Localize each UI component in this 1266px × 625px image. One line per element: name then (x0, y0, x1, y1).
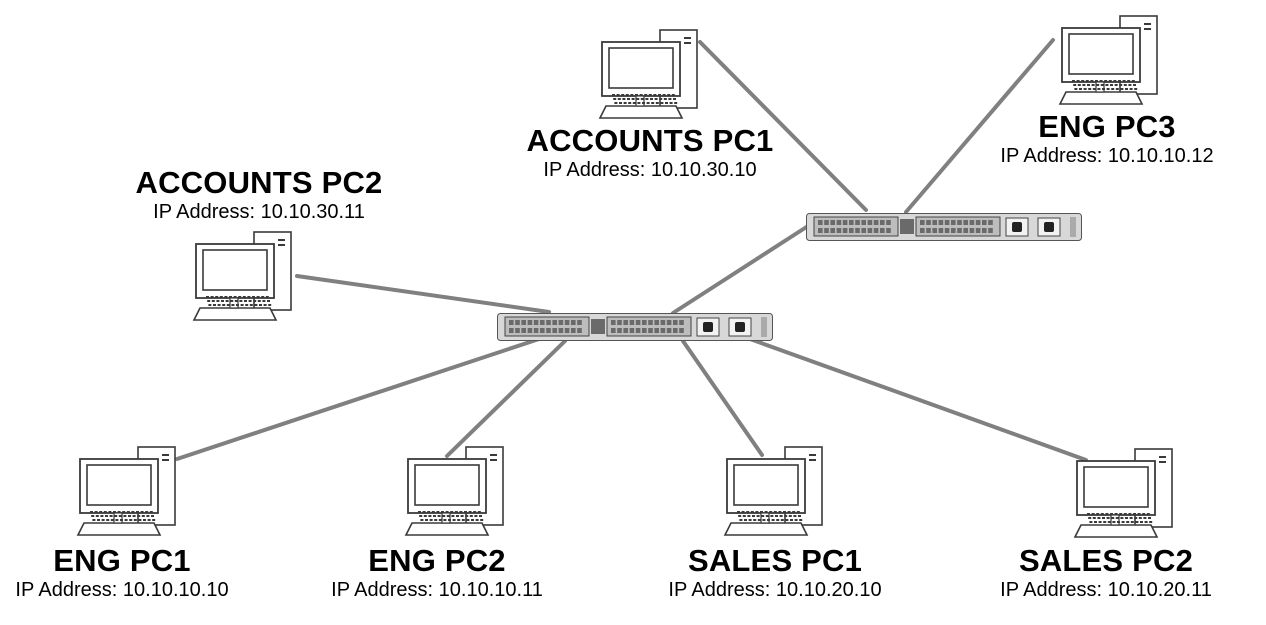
pc-ip-address: IP Address: 10.10.10.11 (331, 578, 543, 602)
pc-name: ACCOUNTS PC2 (135, 165, 383, 200)
network-switch-icon (806, 213, 1082, 245)
pc-name: ENG PC2 (368, 543, 506, 578)
ip-prefix: IP Address: (153, 201, 261, 223)
desktop-computer-icon (76, 446, 180, 541)
pc-name: SALES PC2 (1018, 543, 1194, 578)
link-eng-pc2-to-switch-center (445, 339, 567, 458)
ip-prefix: IP Address: (331, 579, 439, 601)
sales-pc2 (1073, 447, 1177, 544)
link-eng-pc1-to-switch-center (175, 334, 550, 461)
ip-value: 10.10.10.10 (122, 579, 229, 601)
switch-top (806, 213, 1082, 246)
ip-value: 10.10.30.10 (650, 159, 757, 181)
ip-value: 10.10.20.11 (1107, 579, 1212, 601)
eng-pc1 (76, 445, 180, 542)
pc-ip-address: IP Address: 10.10.10.10 (15, 578, 228, 602)
link-sales-pc1-to-switch-center (681, 339, 764, 457)
ip-prefix: IP Address: (1000, 579, 1108, 601)
pc-name: ACCOUNTS PC1 (526, 123, 774, 158)
pc-ip-address: IP Address: 10.10.20.11 (1000, 578, 1212, 602)
ip-prefix: IP Address: (668, 579, 776, 601)
switch-center (497, 313, 773, 346)
desktop-computer-icon (1058, 15, 1162, 110)
sales-pc1 (723, 445, 827, 542)
pc-name: ENG PC3 (1038, 109, 1176, 144)
accounts-pc1 (598, 28, 702, 125)
ip-value: 10.10.10.11 (438, 579, 543, 601)
ip-value: 10.10.20.10 (775, 579, 882, 601)
desktop-computer-icon (404, 446, 508, 541)
desktop-computer-icon (598, 29, 702, 124)
pc-name: SALES PC1 (687, 543, 863, 578)
eng-pc2 (404, 445, 508, 542)
ip-value: 10.10.30.11 (260, 201, 365, 223)
ip-value: 10.10.10.12 (1107, 145, 1214, 167)
ip-prefix: IP Address: (15, 579, 123, 601)
ip-prefix: IP Address: (1000, 145, 1108, 167)
pc-ip-address: IP Address: 10.10.30.10 (527, 158, 774, 182)
desktop-computer-icon (723, 446, 827, 541)
link-switch-top-to-switch-center (671, 224, 810, 315)
link-sales-pc2-to-switch-center (748, 337, 1088, 462)
network-switch-icon (497, 313, 773, 345)
ip-prefix: IP Address: (543, 159, 651, 181)
accounts-pc2 (192, 230, 296, 327)
pc-ip-address: IP Address: 10.10.30.11 (136, 200, 383, 224)
desktop-computer-icon (1073, 448, 1177, 543)
desktop-computer-icon (192, 231, 296, 326)
pc-ip-address: IP Address: 10.10.20.10 (668, 578, 881, 602)
link-accounts-pc2-to-switch-center (295, 274, 551, 314)
eng-pc3 (1058, 14, 1162, 111)
link-accounts-pc1-to-switch-top (698, 40, 868, 212)
pc-ip-address: IP Address: 10.10.10.12 (1000, 144, 1213, 168)
link-eng-pc3-to-switch-top (904, 38, 1055, 214)
pc-name: ENG PC1 (53, 543, 191, 578)
